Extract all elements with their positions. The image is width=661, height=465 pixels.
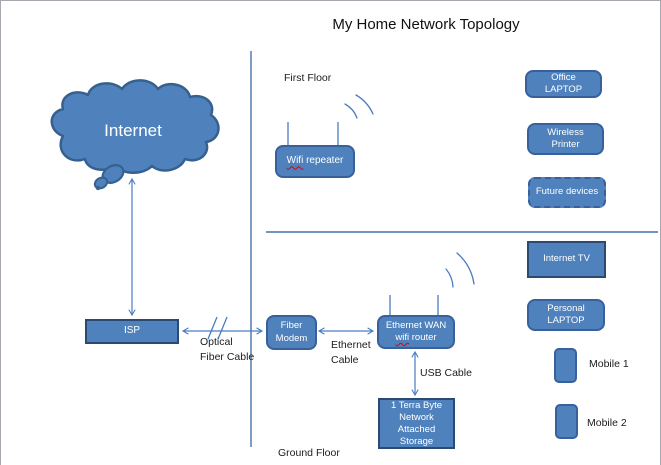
- wifi-signal-router-icon: [445, 252, 475, 288]
- personal-laptop-box[interactable]: Personal LAPTOP: [527, 299, 605, 331]
- internet-tv-box[interactable]: Internet TV: [527, 241, 606, 278]
- mobile-2-label: Mobile 2: [587, 417, 627, 429]
- spellcheck-word: Wifi: [286, 155, 304, 167]
- wifi-repeater-box[interactable]: Wifi repeater: [275, 145, 355, 178]
- optical-fiber-cable-label: Optical Fiber Cable: [200, 336, 255, 363]
- diagram-title: My Home Network Topology: [332, 16, 520, 33]
- office-laptop-box[interactable]: Office LAPTOP: [525, 70, 602, 98]
- wireless-printer-box[interactable]: Wireless Printer: [527, 123, 604, 155]
- spellcheck-word: wifi: [395, 332, 410, 343]
- repeater-antennas: [287, 122, 339, 145]
- fiber-modem-box[interactable]: Fiber Modem: [266, 315, 317, 350]
- wifi-router-box[interactable]: Ethernet WAN wifi router: [377, 315, 455, 349]
- internet-cloud-label: Internet: [104, 121, 162, 140]
- mobile-2-shape[interactable]: [555, 404, 578, 439]
- first-floor-label: First Floor: [284, 72, 332, 84]
- cloud-tail: [93, 164, 125, 191]
- future-devices-box[interactable]: Future devices: [528, 177, 606, 208]
- usb-cable-label: USB Cable: [420, 367, 472, 379]
- wifi-signal-repeater-icon: [344, 94, 374, 119]
- isp-box[interactable]: ISP: [85, 319, 179, 344]
- nas-box[interactable]: 1 Terra Byte Network Attached Storage: [378, 398, 455, 449]
- cable-break-marks: [207, 316, 228, 340]
- mobile-1-label: Mobile 1: [589, 358, 629, 370]
- mobile-1-shape[interactable]: [554, 348, 577, 383]
- internet-cloud-shape[interactable]: [50, 79, 220, 191]
- ground-floor-label: Ground Floor: [278, 447, 340, 459]
- router-antennas: [389, 295, 439, 316]
- ethernet-cable-label: Ethernet Cable: [331, 339, 371, 366]
